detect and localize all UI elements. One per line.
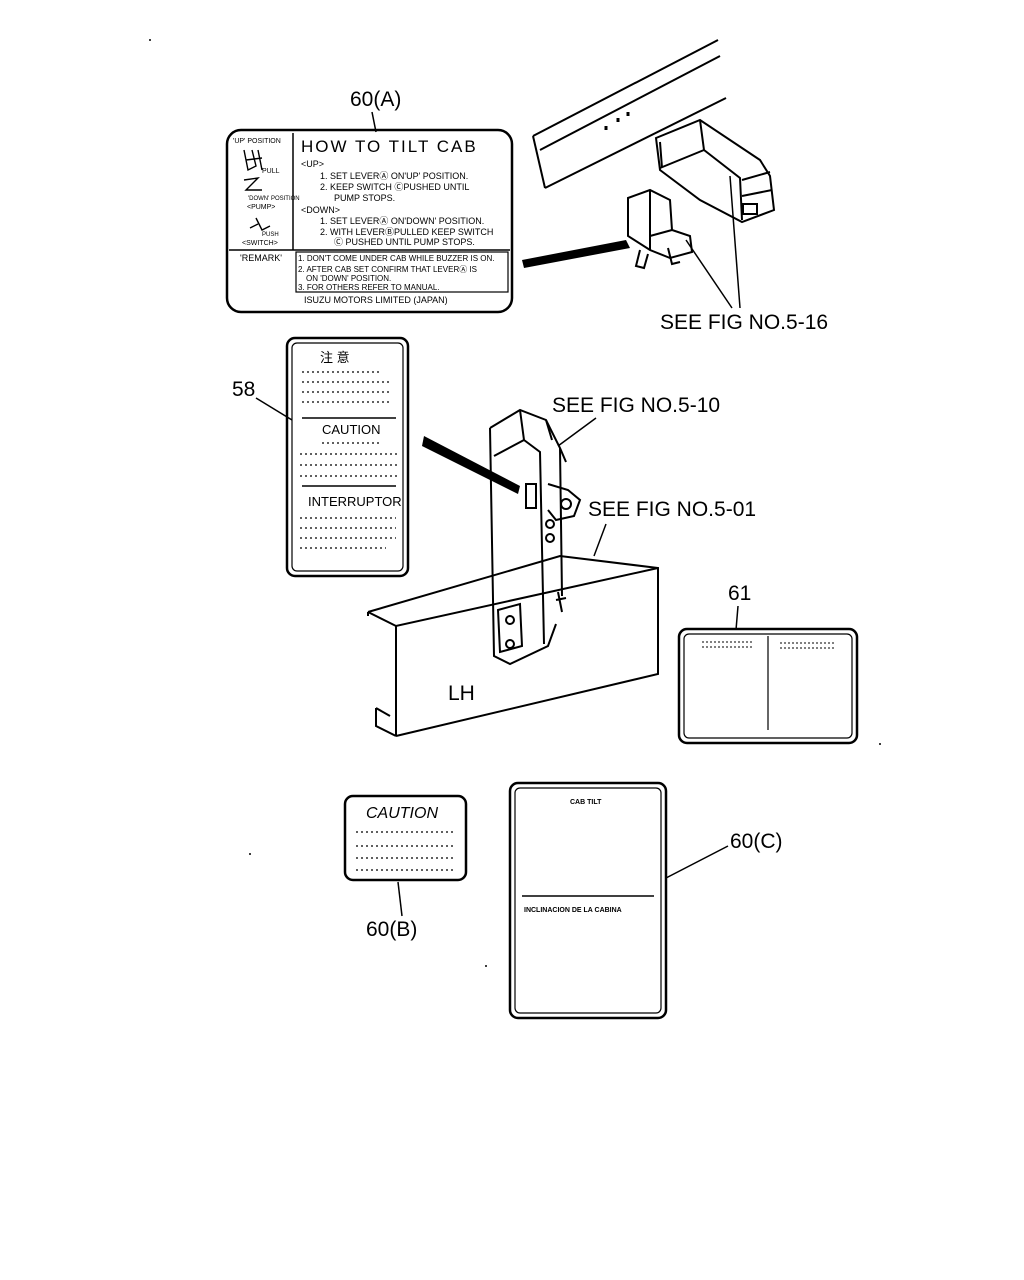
- cab-mount-post: [489, 408, 582, 666]
- label-58-heading-caution: CAUTION: [322, 422, 381, 437]
- label-60b: CAUTION: [343, 794, 468, 882]
- callout-61: 61: [728, 582, 751, 605]
- leader-5-16: [685, 175, 741, 309]
- leader-5-10: [557, 417, 597, 447]
- label-60a-push: PUSH: [262, 232, 279, 238]
- callout-60c: 60(C): [730, 830, 783, 853]
- label-60a-up-position: 'UP' POSITION: [233, 138, 281, 145]
- scan-specks: [149, 39, 881, 967]
- label-60a-pump: <PUMP>: [247, 204, 275, 211]
- pump-pointer-wedge: [522, 240, 630, 268]
- label-58-heading-interruptor: INTERRUPTOR: [308, 494, 402, 509]
- label-60a-up-header: <UP>: [301, 159, 324, 169]
- label-60a-pull: PULL: [262, 168, 280, 175]
- frame-rail-lh: [367, 554, 659, 737]
- callout-see-5-16: SEE FIG NO.5-16: [660, 311, 828, 334]
- leader-5-01: [593, 523, 607, 557]
- side-label-lh: LH: [448, 682, 475, 705]
- label-60a-remark-1: 1. DON'T COME UNDER CAB WHILE BUZZER IS …: [298, 254, 495, 263]
- label-60a-remark-2b: ON 'DOWN' POSITION.: [306, 274, 391, 283]
- label-60a-down-header: <DOWN>: [301, 205, 340, 215]
- label-60b-heading: CAUTION: [366, 805, 438, 822]
- label-60a-up-2a: 2. KEEP SWITCH ⒸPUSHED UNTIL: [320, 182, 469, 192]
- callout-see-5-10: SEE FIG NO.5-10: [552, 394, 720, 417]
- chassis-pump-assembly: [532, 39, 776, 270]
- label-60a-down-2a: 2. WITH LEVERⒷPULLED KEEP SWITCH: [320, 227, 493, 237]
- label-60a-up-2b: PUMP STOPS.: [334, 193, 395, 203]
- leader-60b: [397, 881, 403, 917]
- label-61: [677, 627, 859, 745]
- label-58-heading-jp: 注 意: [320, 350, 350, 365]
- label-60c-heading-bottom: INCLINACION DE LA CABINA: [524, 907, 622, 914]
- lever-up-icon: [243, 149, 263, 172]
- label-60a-remark-2a: 2. AFTER CAB SET CONFIRM THAT LEVERⒶ IS: [298, 265, 477, 274]
- callout-see-5-01: SEE FIG NO.5-01: [588, 498, 756, 521]
- leader-60c: [665, 845, 729, 879]
- callout-60a: 60(A): [350, 88, 401, 111]
- label-58: 注 意 CAUTION INTERRUPTOR: [285, 336, 410, 578]
- lever-down-icon: [243, 177, 262, 191]
- label-60a-switch: <SWITCH>: [242, 240, 278, 247]
- label-60a-down-2b: Ⓒ PUSHED UNTIL PUMP STOPS.: [334, 237, 475, 247]
- label-60c-heading-top: CAB TILT: [570, 799, 602, 806]
- callout-60b: 60(B): [366, 918, 417, 941]
- label-60a-up-1: 1. SET LEVERⒶ ON'UP' POSITION.: [320, 171, 468, 181]
- label-60a: 'UP' POSITION PULL 'DOWN' POSITION <PUMP…: [225, 128, 514, 314]
- label-60a-remark-label: 'REMARK': [240, 253, 282, 263]
- label-60a-down-1: 1. SET LEVERⒶ ON'DOWN' POSITION.: [320, 216, 484, 226]
- post-pointer-wedge: [422, 436, 520, 494]
- label-60a-down-position: 'DOWN' POSITION: [248, 196, 300, 202]
- callout-58: 58: [232, 378, 255, 401]
- label-60a-remark-3: 3. FOR OTHERS REFER TO MANUAL.: [298, 283, 440, 292]
- label-60c: CAB TILT INCLINACION DE LA CABINA: [508, 781, 668, 1020]
- leader-58: [255, 397, 293, 421]
- label-60a-title: HOW TO TILT CAB: [301, 137, 478, 156]
- label-58-fine-print: [300, 371, 398, 549]
- leader-61: [735, 605, 739, 631]
- leader-60a: [371, 111, 377, 133]
- switch-icon: [249, 217, 271, 231]
- label-60a-maker: ISUZU MOTORS LIMITED (JAPAN): [304, 295, 448, 305]
